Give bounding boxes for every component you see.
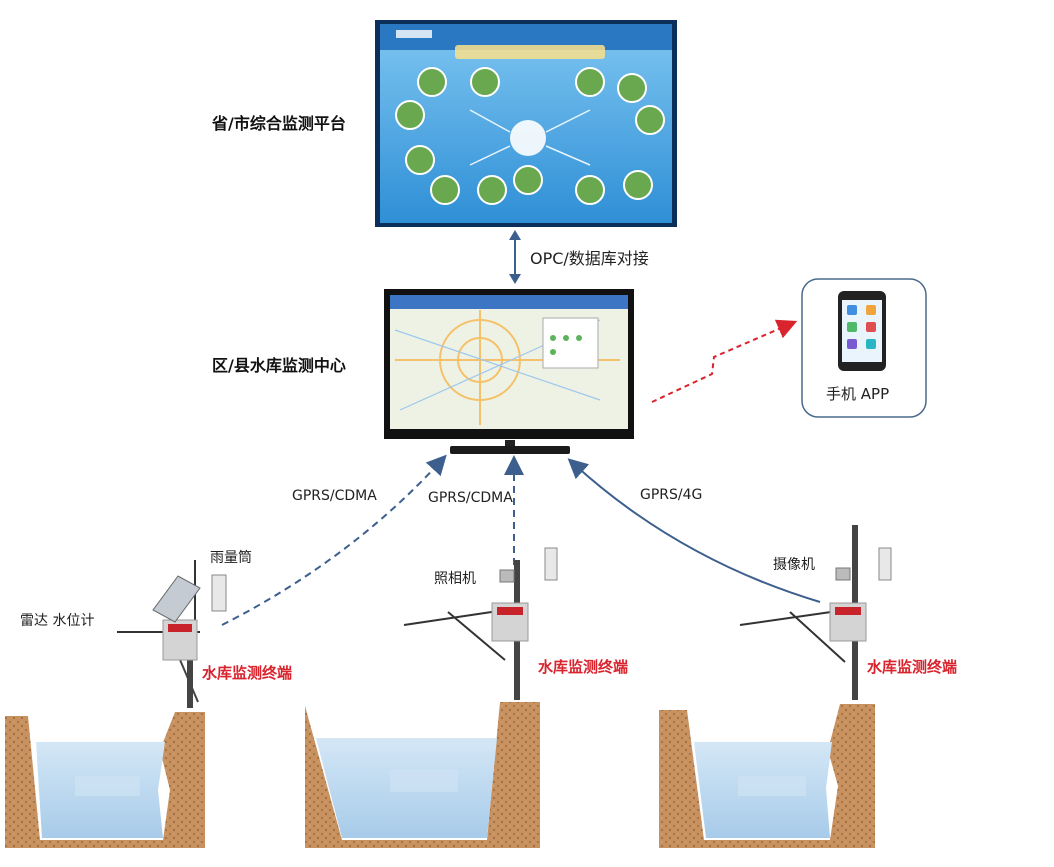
left-link-arrow: [221, 454, 447, 626]
right-link-arrow: [567, 458, 821, 603]
right-link-label: GPRS/4G: [640, 487, 703, 503]
middle-link-label: GPRS/CDMA: [428, 490, 513, 506]
mobile-app-label: 手机 APP: [826, 385, 890, 403]
photo-camera-label: 照相机: [434, 571, 476, 587]
opc-link-label: OPC/数据库对接: [530, 249, 649, 268]
reservoir-right: [659, 704, 875, 848]
video-camera-label: 摄像机: [773, 557, 815, 573]
terminal-label-right: 水库监测终端: [867, 658, 958, 676]
reservoir-middle: [305, 702, 540, 848]
province-platform-screen: [375, 20, 677, 227]
reservoir-left: [5, 712, 205, 848]
county-center-monitor: [384, 289, 634, 454]
station-left: [117, 560, 227, 708]
county-center-label: 区/县水库监测中心: [212, 356, 346, 375]
wireless-link-arrow: [651, 319, 798, 403]
rain-gauge-label: 雨量筒: [210, 550, 252, 566]
mobile-app-box: [801, 278, 927, 418]
opc-link-arrow: [509, 230, 521, 284]
left-link-label: GPRS/CDMA: [292, 488, 377, 504]
radar-level-label: 雷达 水位计: [20, 613, 95, 629]
terminal-label-middle: 水库监测终端: [538, 658, 629, 676]
terminal-label-left: 水库监测终端: [202, 664, 293, 682]
province-platform-label: 省/市综合监测平台: [212, 114, 346, 133]
station-right: [739, 525, 892, 700]
station-middle: [403, 547, 558, 700]
